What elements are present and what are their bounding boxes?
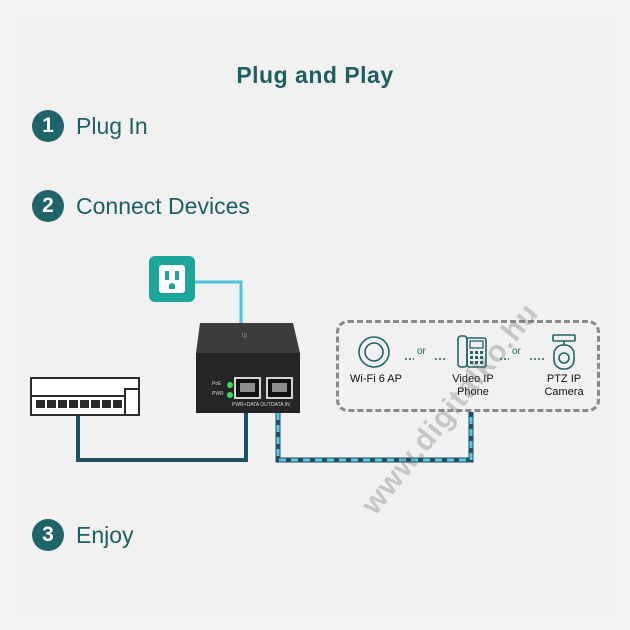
- switch-port: [102, 400, 111, 408]
- ptz-camera-icon: [552, 334, 576, 370]
- step-label: Connect Devices: [76, 192, 250, 219]
- switch-port: [80, 400, 89, 408]
- powered-devices-group: [336, 320, 600, 412]
- switch-side: [124, 388, 140, 416]
- step-3: 3 Enjoy: [32, 519, 134, 551]
- port-out-label: PWR+DATA OUT: [232, 402, 271, 408]
- dotted-divider: [405, 358, 445, 360]
- led-poe-icon: [227, 382, 233, 388]
- step-label: Plug In: [76, 112, 148, 139]
- port-data-out: [234, 377, 261, 399]
- poe-cable-dash: [276, 412, 473, 462]
- step-1: 1 Plug In: [32, 110, 148, 142]
- diagram-canvas: [18, 18, 610, 610]
- switch-port: [91, 400, 100, 408]
- port-data-in: [266, 377, 293, 399]
- switch-port: [69, 400, 78, 408]
- access-point-icon: [358, 336, 390, 368]
- led-label-pwr: PWR: [212, 391, 224, 397]
- switch-port: [58, 400, 67, 408]
- or-separator: or: [417, 346, 426, 357]
- dotted-divider: [500, 358, 545, 360]
- switch-port: [47, 400, 56, 408]
- led-label-poe: PoE: [212, 381, 222, 387]
- power-outlet-icon: [149, 256, 195, 302]
- port-in-label: DATA IN: [271, 402, 290, 408]
- data-in-cable: [76, 413, 248, 462]
- step-2: 2 Connect Devices: [32, 190, 250, 222]
- injector-bevel: tp: [196, 323, 300, 353]
- step-number: 3: [32, 519, 64, 551]
- device-label-ap: Wi-Fi 6 AP: [350, 373, 402, 385]
- step-number: 2: [32, 190, 64, 222]
- switch-port: [36, 400, 45, 408]
- step-label: Enjoy: [76, 521, 134, 548]
- brand-mark: tp: [242, 333, 248, 339]
- step-number: 1: [32, 110, 64, 142]
- or-separator: or: [512, 346, 521, 357]
- page-title: Plug and Play: [236, 62, 394, 88]
- power-cord: [195, 280, 243, 323]
- led-pwr-icon: [227, 392, 233, 398]
- ip-phone-icon: [457, 335, 487, 368]
- switch-port: [113, 400, 122, 408]
